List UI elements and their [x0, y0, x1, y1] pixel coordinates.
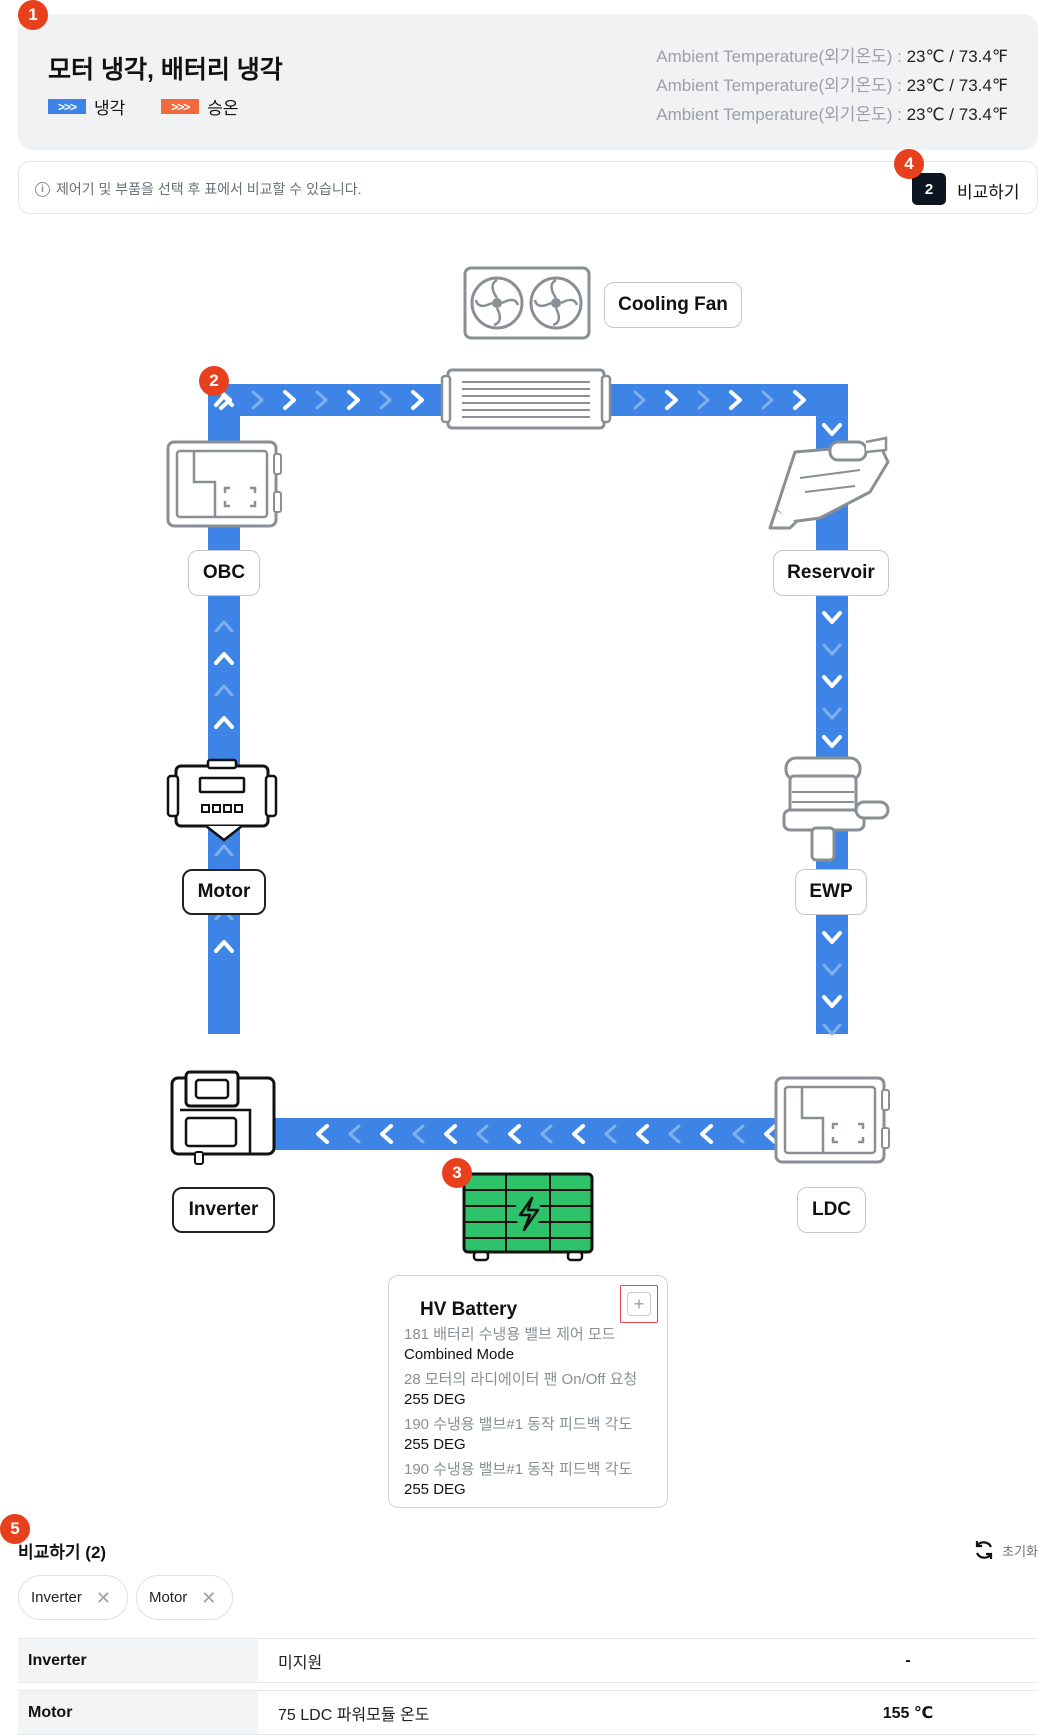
- motor-icon[interactable]: [166, 758, 278, 842]
- flow-legend: >>> 냉각 >>> 승온: [48, 94, 239, 119]
- ambient-temperature-list: Ambient Temperature(외기온도) : 23℃ / 73.4℉ …: [656, 42, 1008, 129]
- motor-label[interactable]: Motor: [182, 869, 266, 915]
- reset-button[interactable]: 초기화: [972, 1538, 1038, 1562]
- close-icon[interactable]: ✕: [201, 1587, 217, 1608]
- battery-signal-list: 181 배터리 수냉용 밸브 제어 모드 Combined Mode 28 모터…: [404, 1325, 659, 1505]
- reservoir-icon[interactable]: [768, 436, 890, 530]
- inverter-label[interactable]: Inverter: [172, 1187, 275, 1233]
- inverter-icon[interactable]: [170, 1070, 276, 1165]
- info-icon: i: [35, 181, 50, 197]
- heating-legend-label: 승온: [207, 99, 239, 118]
- obc-icon[interactable]: [166, 440, 282, 528]
- row-description: 75 LDC 파워모듈 온도: [278, 1706, 430, 1724]
- info-text: i 제어기 및 부품을 선택 후 표에서 비교할 수 있습니다.: [35, 179, 362, 199]
- step-badge-3: 3: [442, 1158, 472, 1188]
- plus-icon: +: [627, 1292, 651, 1316]
- chip-inverter[interactable]: Inverter ✕: [18, 1575, 128, 1620]
- comparison-title: 비교하기 (2): [18, 1543, 107, 1562]
- list-item: 190 수냉용 밸브#1 동작 피드백 각도 255 DEG: [404, 1416, 633, 1453]
- ewp-icon[interactable]: [782, 756, 890, 862]
- comparison-chips: Inverter ✕ Motor ✕: [18, 1575, 234, 1620]
- cooling-legend-chip: >>>: [48, 99, 86, 114]
- heating-legend-chip: >>>: [161, 99, 200, 114]
- coolant-loop-diagram: [166, 266, 890, 1262]
- table-row: Motor 75 LDC 파워모듈 온도 155 ℃: [18, 1690, 1038, 1735]
- hv-battery-title: HV Battery: [420, 1299, 518, 1320]
- row-name: Inverter: [18, 1639, 258, 1682]
- ldc-icon[interactable]: [774, 1076, 890, 1164]
- list-item: 190 수냉용 밸브#1 동작 피드백 각도 255 DEG: [404, 1461, 633, 1498]
- list-item: 28 모터의 라디에이터 팬 On/Off 요청 255 DEG: [404, 1371, 638, 1408]
- hv-battery-icon[interactable]: [462, 1172, 594, 1262]
- compare-count-button[interactable]: 2: [912, 173, 946, 205]
- page-title: 모터 냉각, 배터리 냉각: [48, 56, 283, 84]
- cooling-fan-icon[interactable]: [463, 266, 591, 340]
- step-badge-1: 1: [18, 0, 48, 30]
- hv-battery-detail-card: HV Battery + 181 배터리 수냉용 밸브 제어 모드 Combin…: [388, 1275, 668, 1508]
- header-card: 모터 냉각, 배터리 냉각 >>> 냉각 >>> 승온 Ambient Temp…: [18, 14, 1038, 150]
- compare-button[interactable]: 비교하기: [957, 183, 1020, 202]
- row-value: -: [905, 1651, 911, 1669]
- row-name: Motor: [18, 1691, 258, 1734]
- close-icon[interactable]: ✕: [95, 1587, 111, 1608]
- add-to-compare-button[interactable]: +: [620, 1285, 658, 1323]
- refresh-icon: [976, 1541, 993, 1559]
- list-item: 181 배터리 수냉용 밸브 제어 모드 Combined Mode: [404, 1326, 616, 1363]
- ambient-row: Ambient Temperature(외기온도) : 23℃ / 73.4℉: [656, 47, 1008, 66]
- step-badge-4: 4: [894, 149, 924, 179]
- obc-label[interactable]: OBC: [188, 550, 260, 596]
- cooling-legend-label: 냉각: [94, 99, 126, 118]
- step-badge-2: 2: [199, 366, 229, 396]
- radiator-icon[interactable]: [440, 368, 612, 430]
- row-value: 155 ℃: [882, 1704, 934, 1722]
- reservoir-label[interactable]: Reservoir: [773, 550, 889, 596]
- row-description: 미지원: [278, 1654, 323, 1672]
- chip-motor[interactable]: Motor ✕: [135, 1575, 234, 1620]
- coolant-pipe: [208, 384, 848, 1150]
- table-row: Inverter 미지원 -: [18, 1638, 1038, 1683]
- ambient-row: Ambient Temperature(외기온도) : 23℃ / 73.4℉: [656, 76, 1008, 95]
- info-bar: i 제어기 및 부품을 선택 후 표에서 비교할 수 있습니다. 2 비교하기: [18, 161, 1038, 214]
- reset-label: 초기화: [1002, 1543, 1038, 1559]
- ldc-label[interactable]: LDC: [797, 1187, 866, 1233]
- cooling-fan-label[interactable]: Cooling Fan: [604, 282, 742, 328]
- step-badge-5: 5: [0, 1514, 30, 1544]
- ewp-label[interactable]: EWP: [795, 869, 867, 915]
- ambient-row: Ambient Temperature(외기온도) : 23℃ / 73.4℉: [656, 105, 1008, 124]
